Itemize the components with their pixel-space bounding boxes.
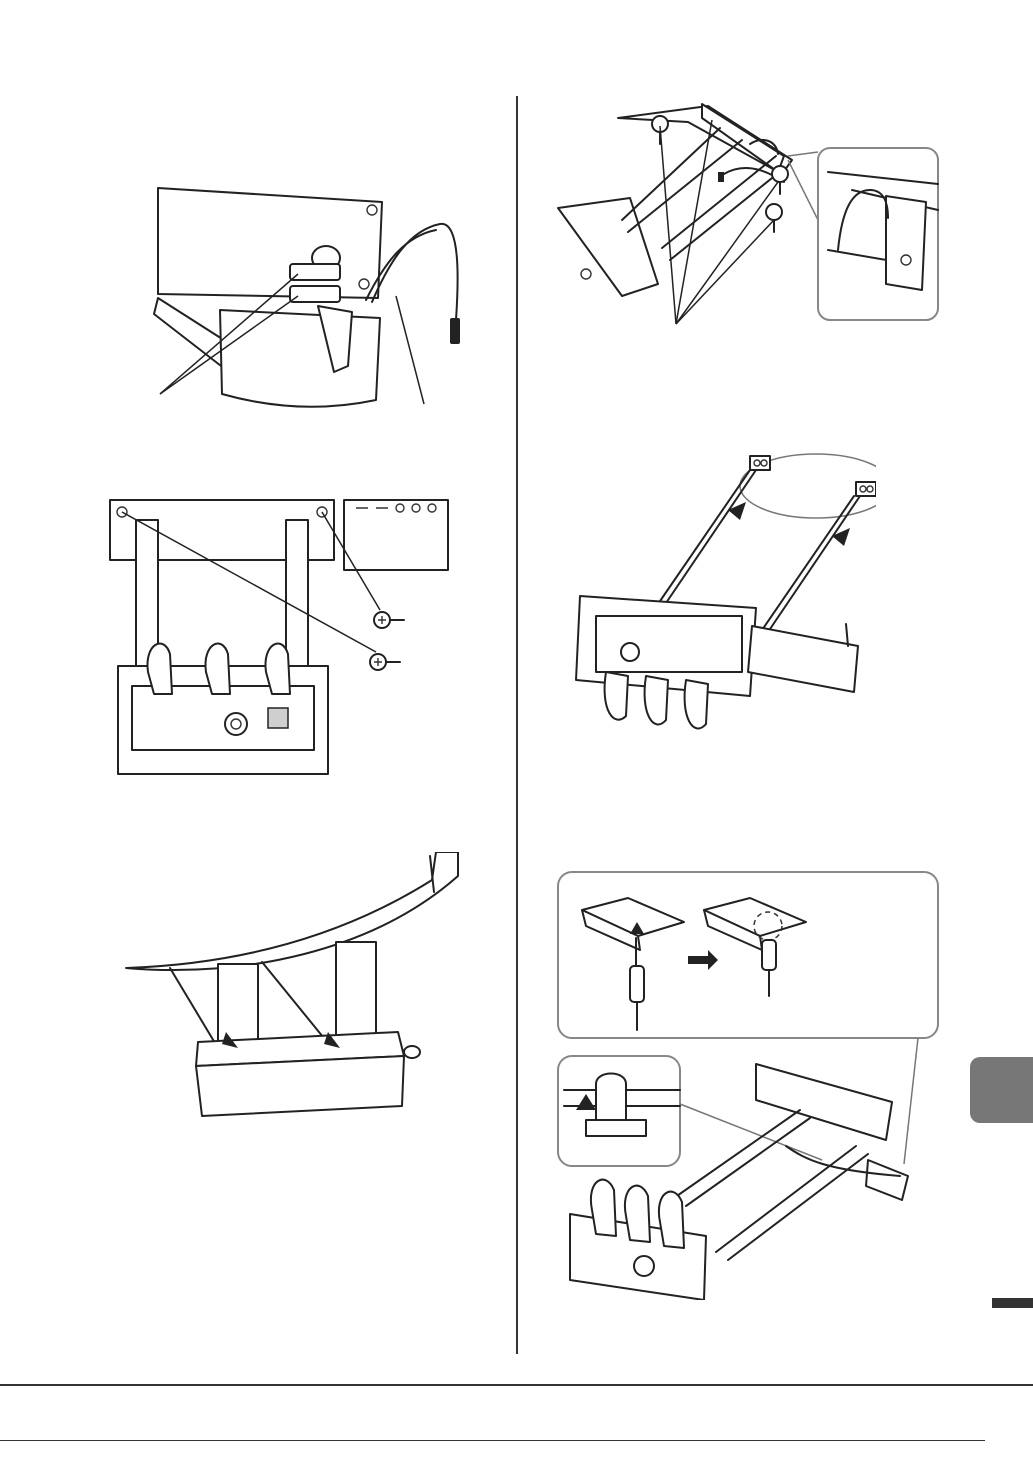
brackets-illustration [566, 440, 876, 740]
legs-illustration [122, 852, 472, 1122]
column-divider [516, 96, 518, 1354]
rear-panel-illustration [552, 100, 944, 335]
cord-clamp-illustration [140, 180, 480, 420]
section-tab [970, 1057, 1033, 1123]
bottom-rule [0, 1384, 1033, 1386]
pedal-screws-illustration [108, 494, 458, 784]
cord-connect-illustration [556, 870, 942, 1300]
footer-rule [0, 1440, 985, 1441]
language-marker [992, 1298, 1033, 1308]
